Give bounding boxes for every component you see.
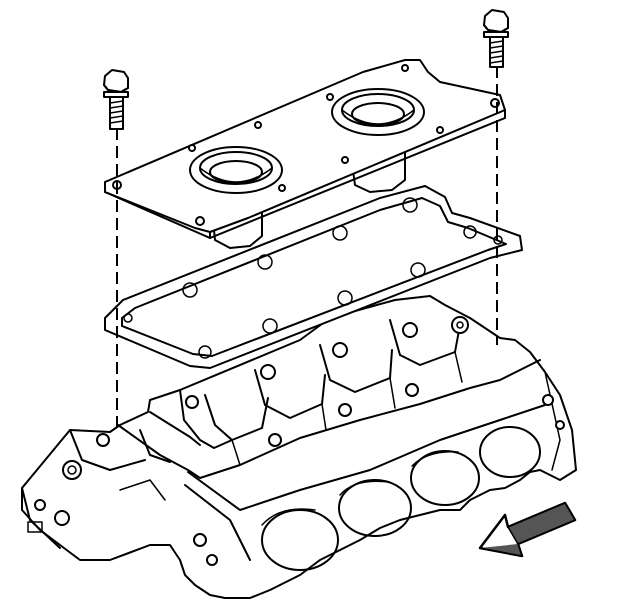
gasket: [104, 185, 523, 369]
cover: [104, 59, 506, 249]
bolt-right: [483, 9, 509, 68]
bolt-left: [103, 69, 129, 130]
direction-arrow-icon: [478, 501, 577, 558]
engine-block: [21, 295, 577, 599]
alignment-lines: [116, 66, 498, 432]
